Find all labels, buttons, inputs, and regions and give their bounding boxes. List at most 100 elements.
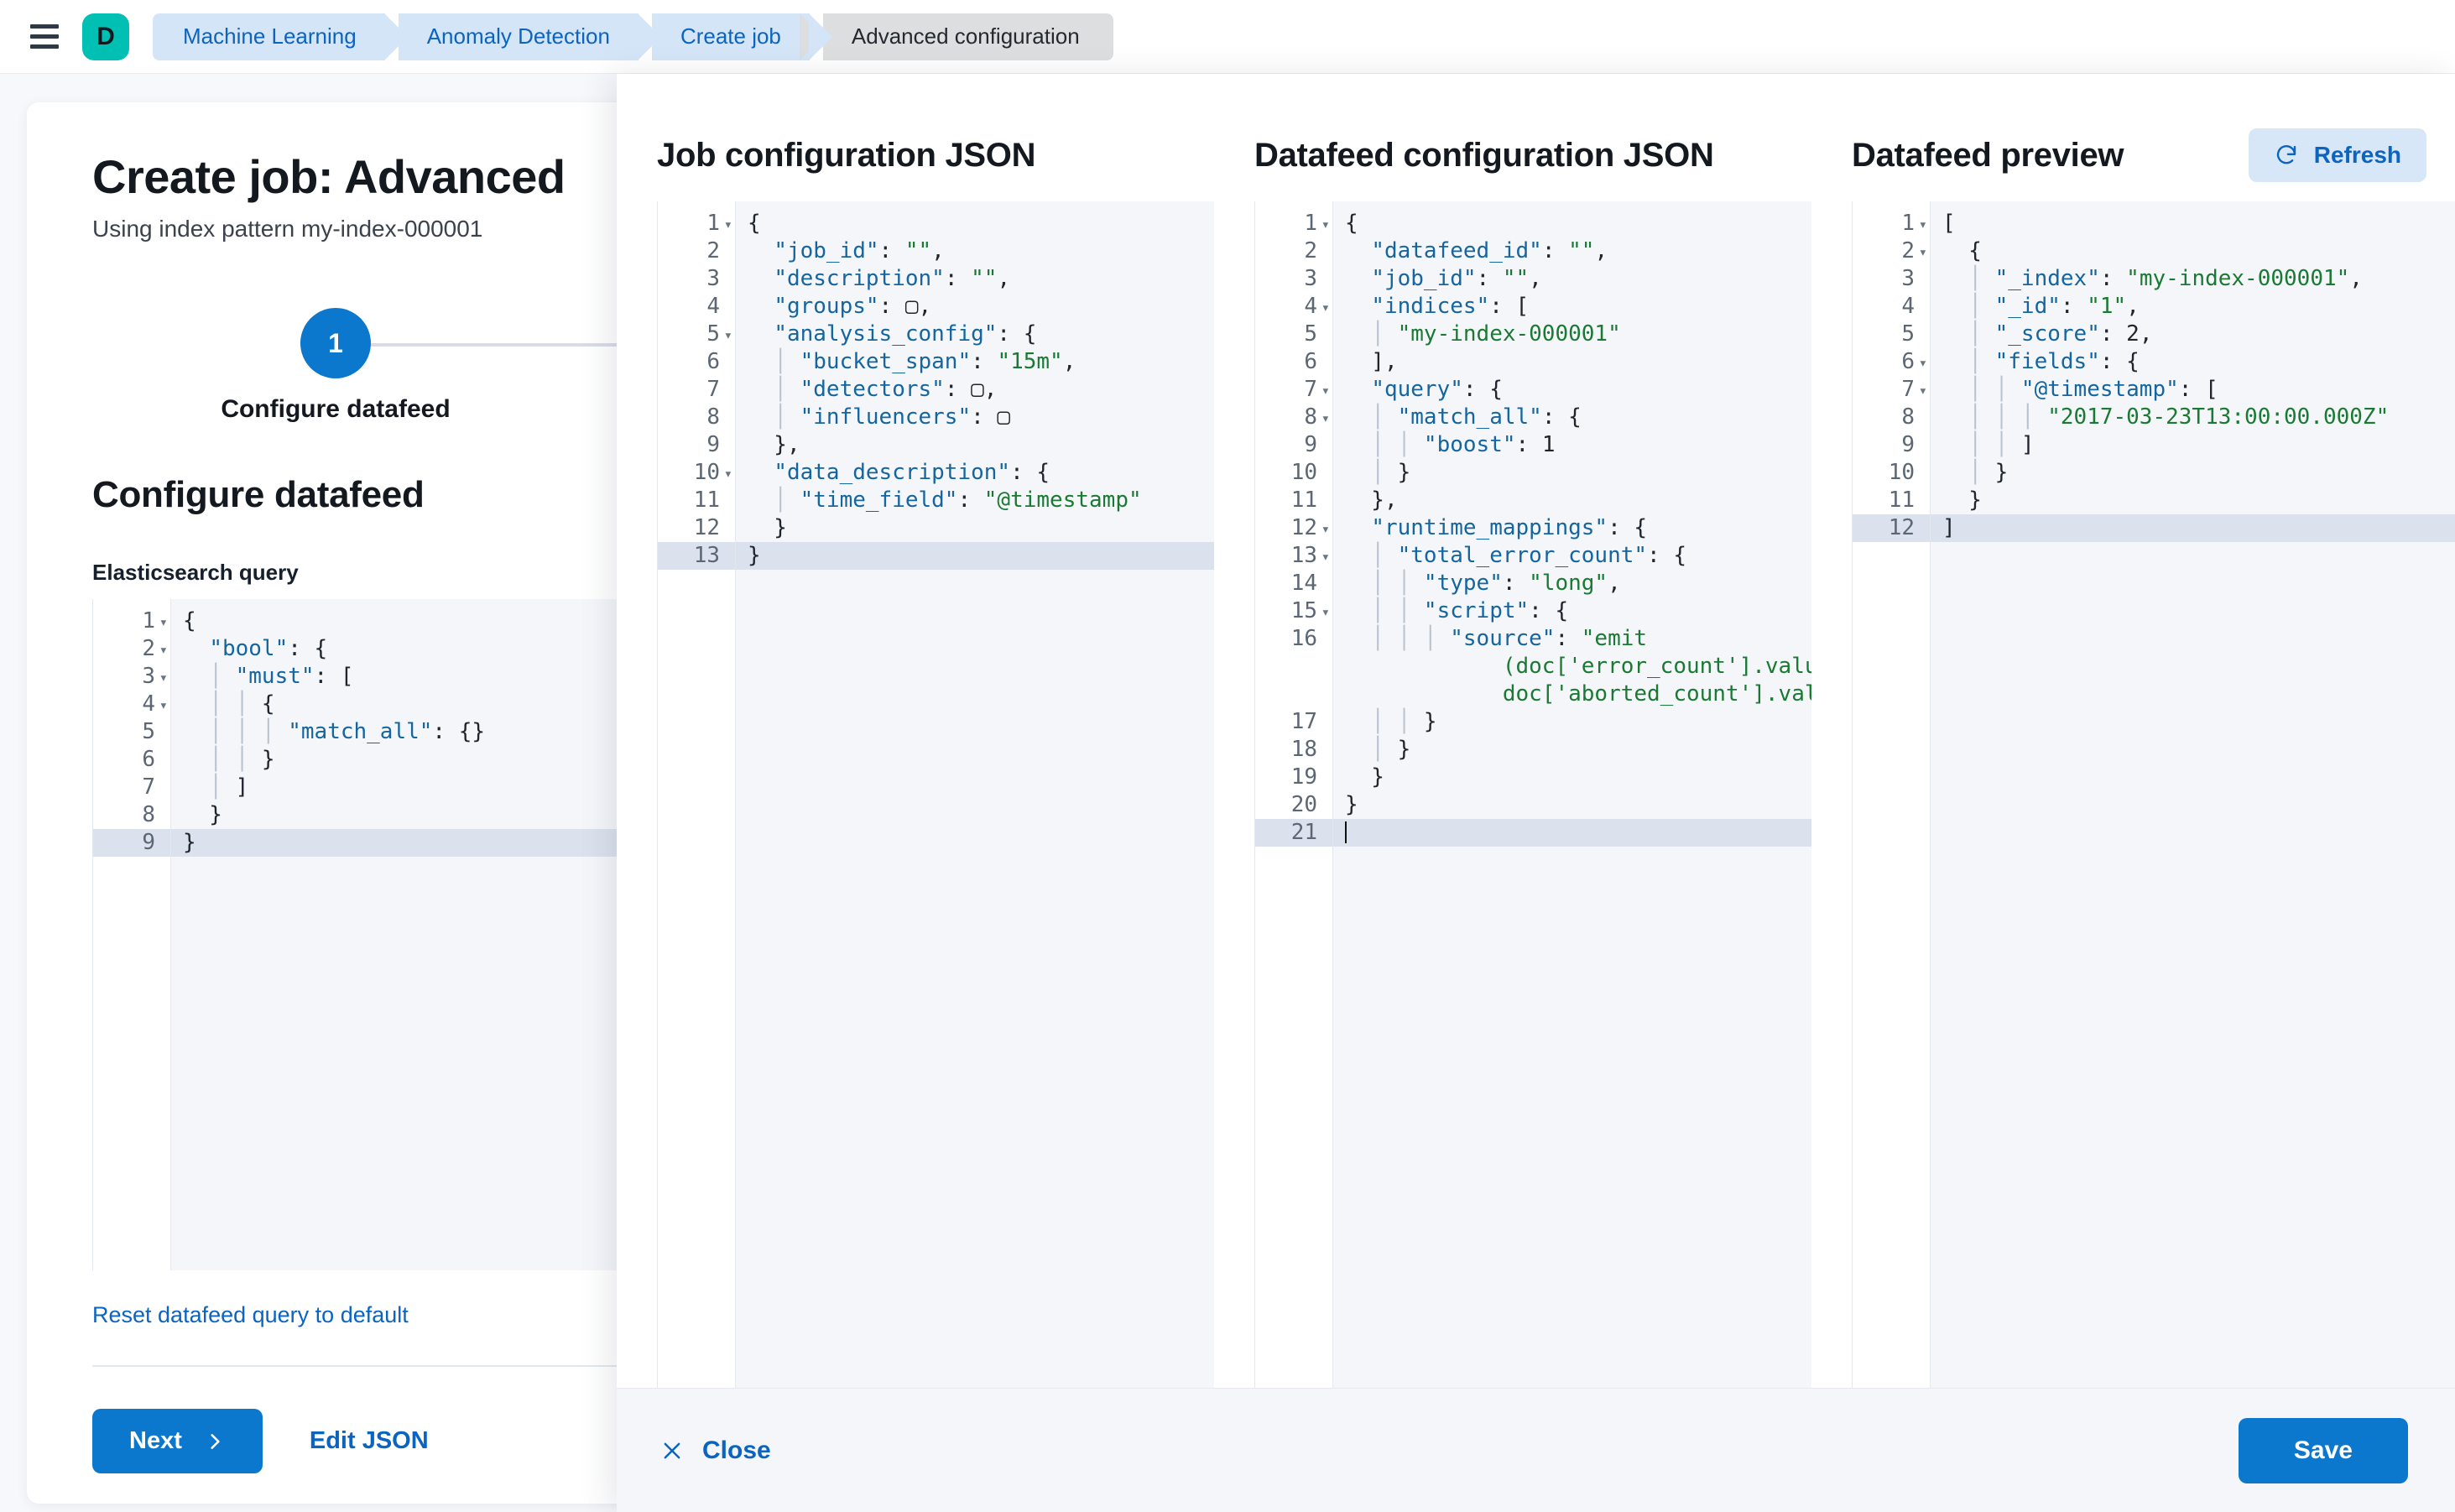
fold-toggle-icon[interactable]: ▾ — [1321, 516, 1330, 544]
fold-toggle-icon[interactable]: ▾ — [1321, 211, 1330, 239]
fold-toggle-icon[interactable]: ▾ — [724, 211, 732, 239]
edit-json-button[interactable]: Edit JSON — [310, 1427, 429, 1455]
code-token: : { — [1647, 543, 1686, 568]
code-line: │ "match_all": { — [1333, 404, 1811, 431]
hamburger-menu-icon[interactable] — [30, 20, 64, 54]
code-token: : { — [288, 636, 327, 661]
line-number: 7▾ — [1853, 376, 1930, 404]
line-number: 12 — [1853, 514, 1930, 542]
line-number: 18 — [1255, 736, 1332, 764]
code-token: [ — [1942, 211, 1956, 236]
code-line: } — [1333, 764, 1811, 791]
code-line: │ "_index": "my-index-000001", — [1931, 265, 2455, 293]
code-token: "my-index-000001" — [2126, 266, 2349, 291]
close-button[interactable]: Close — [655, 1436, 776, 1466]
fold-toggle-icon[interactable]: ▾ — [1321, 378, 1330, 405]
line-number: 5▾ — [658, 321, 735, 348]
next-button[interactable]: Next — [92, 1409, 263, 1473]
code-token: "influencers" — [800, 404, 972, 430]
code-token: , — [2126, 294, 2140, 319]
refresh-button[interactable]: Refresh — [2249, 128, 2426, 182]
fold-toggle-icon[interactable]: ▾ — [1919, 239, 1927, 267]
fold-toggle-icon[interactable]: ▾ — [724, 322, 732, 350]
code-token: │ — [1345, 460, 1398, 485]
breadcrumb-item-1[interactable]: Anomaly Detection — [399, 13, 639, 60]
datafeed-configuration-editor[interactable]: 1▾234▾567▾8▾9101112▾13▾1415▾161718192021… — [1254, 201, 1811, 1388]
code-token: { — [748, 211, 761, 236]
line-number: 4 — [1853, 293, 1930, 321]
line-number: 1▾ — [1255, 210, 1332, 237]
code-token: : — [945, 266, 971, 291]
code-token: 2 — [2126, 321, 2140, 347]
code-token: : — [971, 349, 997, 374]
code-token: "@timestamp" — [984, 487, 1142, 513]
line-number: 8 — [93, 801, 170, 829]
code-token: : — [957, 487, 983, 513]
line-number: 19 — [1255, 764, 1332, 791]
code-token: : — [2100, 321, 2126, 347]
fold-toggle-icon[interactable]: ▾ — [1919, 350, 1927, 378]
code-token: "script" — [1424, 598, 1529, 623]
fold-toggle-icon[interactable]: ▾ — [159, 637, 168, 665]
breadcrumb-item-0[interactable]: Machine Learning — [153, 13, 385, 60]
code-line: } — [1931, 487, 2455, 514]
fold-toggle-icon[interactable]: ▾ — [1919, 211, 1927, 239]
breadcrumb-label: Create job — [680, 23, 781, 50]
fold-toggle-icon[interactable]: ▾ — [1321, 405, 1330, 433]
code-token: } — [1995, 460, 2009, 485]
deployment-avatar[interactable]: D — [82, 13, 129, 60]
refresh-button-label: Refresh — [2314, 142, 2401, 169]
code-token: "@timestamp" — [2021, 377, 2179, 402]
job-configuration-column: Job configuration JSON 1▾2345▾678910▾111… — [617, 123, 1214, 1388]
line-number: 4▾ — [1255, 293, 1332, 321]
code-token: │ — [1345, 321, 1398, 347]
reset-datafeed-query-link[interactable]: Reset datafeed query to default — [92, 1302, 409, 1328]
code-token: "boost" — [1424, 432, 1516, 457]
job-configuration-editor[interactable]: 1▾2345▾678910▾111213 { "job_id": "", "de… — [657, 201, 1214, 1388]
code-token: } — [183, 830, 196, 855]
editor-content[interactable]: { "datafeed_id": "", "job_id": "", "indi… — [1333, 201, 1811, 1388]
editor-content[interactable]: [ { │ "_index": "my-index-000001", │ "_i… — [1931, 201, 2455, 1388]
refresh-icon — [2274, 143, 2299, 168]
fold-toggle-icon[interactable]: ▾ — [724, 461, 732, 488]
line-number: 11 — [658, 487, 735, 514]
close-x-icon — [660, 1439, 684, 1462]
editor-gutter: 1▾2▾3▾4▾56789 — [92, 599, 171, 1270]
code-line: │ │ │ "2017-03-23T13:00:00.000Z" — [1931, 404, 2455, 431]
fold-toggle-icon[interactable]: ▾ — [159, 665, 168, 692]
fold-toggle-icon[interactable]: ▾ — [159, 609, 168, 637]
code-line: │ "influencers": ▢ — [736, 404, 1214, 431]
code-token: : { — [1542, 404, 1582, 430]
breadcrumb: Machine Learning Anomaly Detection Create … — [153, 13, 1113, 60]
next-button-label: Next — [129, 1427, 182, 1455]
code-token: : — [1516, 432, 1542, 457]
line-number: 3 — [1853, 265, 1930, 293]
code-token: "fields" — [1995, 349, 2100, 374]
fold-toggle-icon[interactable]: ▾ — [1321, 544, 1330, 571]
line-number: 6 — [1255, 348, 1332, 376]
step-1-circle[interactable]: 1 — [300, 308, 371, 378]
line-number: 2▾ — [93, 635, 170, 663]
editor-content[interactable]: { "job_id": "", "description": "", "grou… — [736, 201, 1214, 1388]
code-token: │ │ │ — [183, 719, 288, 744]
code-token: : { — [1529, 598, 1568, 623]
breadcrumb-item-2[interactable]: Create job — [652, 13, 810, 60]
save-button[interactable]: Save — [2239, 1418, 2408, 1483]
code-token — [1345, 294, 1371, 319]
datafeed-preview-editor[interactable]: 1▾2▾3456▾7▾89101112 [ { │ "_index": "my-… — [1852, 201, 2455, 1388]
code-token: : — [1542, 238, 1568, 263]
code-line: { — [1333, 210, 1811, 237]
fold-toggle-icon[interactable]: ▾ — [1321, 295, 1330, 322]
code-token: "analysis_config" — [774, 321, 997, 347]
code-token: }, — [1345, 487, 1398, 513]
fold-toggle-icon[interactable]: ▾ — [1321, 599, 1330, 627]
fold-toggle-icon[interactable]: ▾ — [1919, 378, 1927, 405]
code-token: │ — [1345, 737, 1398, 762]
breadcrumb-item-3[interactable]: Advanced configuration — [823, 13, 1113, 60]
code-line: "groups": ▢, — [736, 293, 1214, 321]
fold-toggle-icon[interactable]: ▾ — [159, 692, 168, 720]
datafeed-preview-column: Datafeed preview Refresh 1▾2▾3456▾7▾8910… — [1811, 123, 2455, 1388]
code-line: ], — [1333, 348, 1811, 376]
code-line: │ "_score": 2, — [1931, 321, 2455, 348]
job-configuration-header: Job configuration JSON — [657, 123, 1214, 188]
